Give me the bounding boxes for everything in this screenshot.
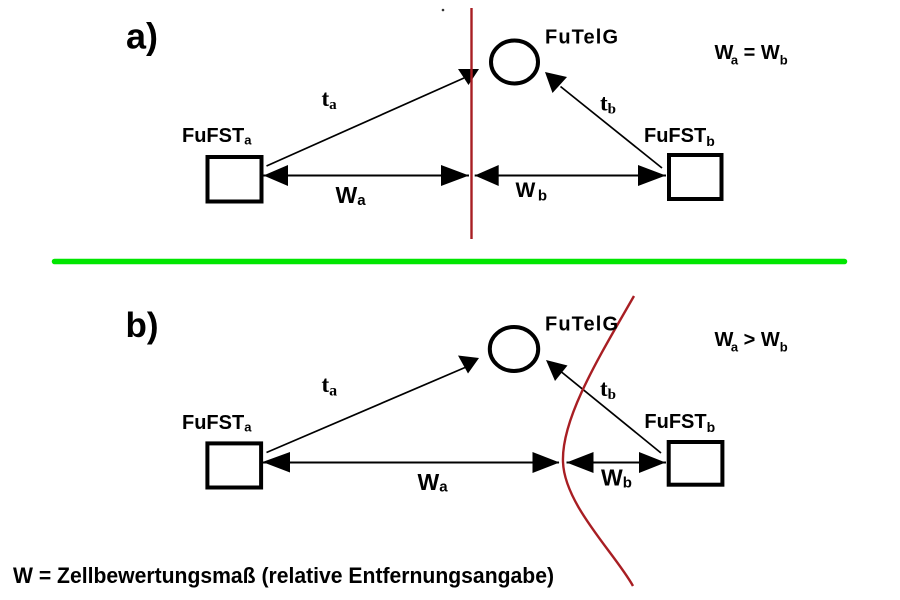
svg-text:FuFSTa: FuFSTa (182, 412, 252, 435)
svg-text:FuTelG: FuTelG (545, 27, 618, 49)
svg-text:FuFSTb: FuFSTb (644, 125, 715, 149)
svg-text:FuFSTa: FuFSTa (182, 125, 252, 148)
svg-text:Wa > Wb: Wa > Wb (715, 329, 788, 355)
svg-text:b): b) (126, 306, 159, 345)
svg-text:W = Zellbewertungsmaß (relativ: W = Zellbewertungsmaß (relative Entfernu… (13, 563, 554, 588)
svg-text:Wa: Wa (336, 182, 367, 209)
svg-text:a): a) (126, 16, 158, 57)
svg-text:FuFSTb: FuFSTb (644, 411, 715, 435)
svg-text:Wa = Wb: Wa = Wb (715, 42, 788, 68)
svg-text:FuTelG: FuTelG (545, 314, 618, 336)
